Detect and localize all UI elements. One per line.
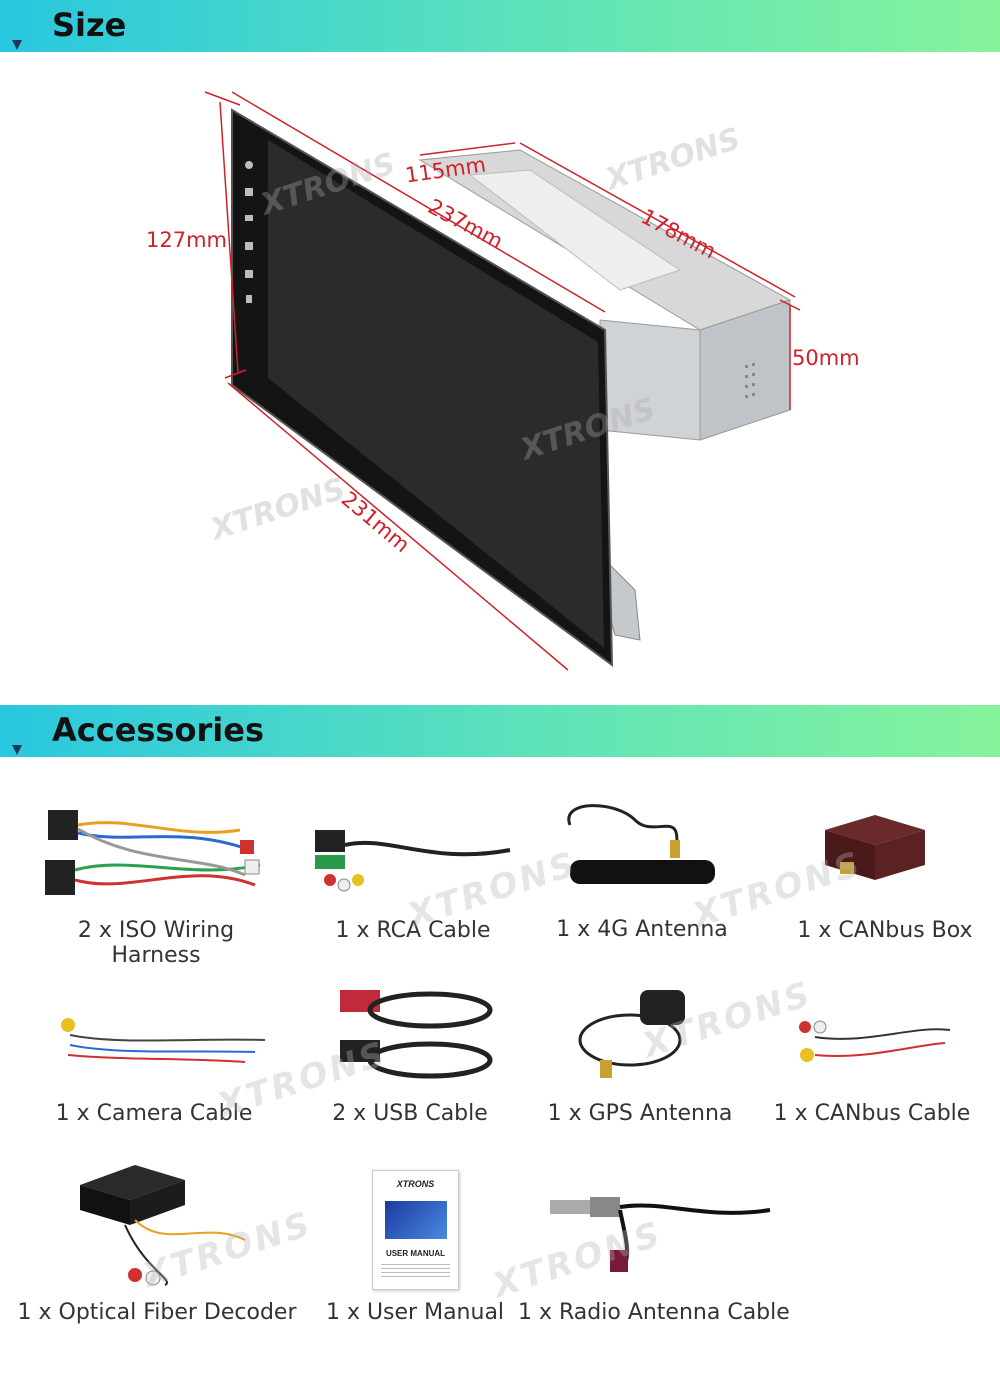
accessory-label: 1 x GPS Antenna [547,1101,733,1126]
banner-marker [12,40,22,50]
accessories-banner: Accessories [0,705,1000,757]
volume-up-icon [245,242,253,250]
accessory-label: 2 x ISO Wiring Harness [77,918,235,968]
accessory-label: 1 x Radio Antenna Cable [518,1300,790,1325]
accessory-label: 1 x RCA Cable [335,918,491,943]
accessory-label: 2 x USB Cable [332,1101,488,1126]
accessory-label: 1 x Camera Cable [55,1101,253,1126]
volume-down-icon [245,270,253,278]
4g-antenna-icon [567,804,715,884]
accessory-label: 1 x CANbus Box [797,918,973,943]
head-unit-illustration: XTRONS XTRONS XTRONS XTRONS [204,91,801,671]
radio-antenna-cable-icon [550,1197,771,1272]
user-manual-icon: XTRONS USER MANUAL [372,1170,459,1290]
rca-cable-icon [315,830,511,892]
canbus-box-icon [825,815,925,880]
accessory-label: 1 x User Manual [325,1300,505,1325]
manual-cover-image [384,1201,447,1239]
manual-text-lines [381,1264,450,1278]
dimension-lines [204,91,801,671]
usb-cable-icon [340,990,493,1079]
camera-cable-icon [61,1018,266,1063]
dim-height: 127mm [146,228,227,252]
mic-icon [246,295,252,303]
accessory-label: 1 x CANbus Cable [773,1101,971,1126]
wiring-harness-icon [45,810,261,895]
screen-glass [268,140,604,648]
back-icon [245,215,253,221]
accessory-label: 1 x Optical Fiber Decoder [17,1300,297,1325]
size-banner: Size [0,0,1000,52]
power-icon [245,161,253,169]
optical-decoder-icon [80,1165,246,1286]
accessories-title: Accessories [52,711,264,749]
chassis-label [468,169,682,291]
watermark-2: XTRONS [600,121,745,198]
gps-antenna-icon [578,990,685,1078]
canbus-cable-icon [799,1020,951,1062]
manual-brand: XTRONS [396,1179,435,1189]
banner-marker [12,745,22,755]
dim-box-height: 50mm [792,346,860,370]
side-buttons [245,161,253,303]
home-icon [245,188,253,196]
vent-holes [745,363,755,398]
watermark-4: XTRONS [205,471,350,548]
size-title: Size [52,6,127,44]
accessory-label: 1 x 4G Antenna [556,917,728,942]
manual-title: USER MANUAL [385,1249,446,1258]
